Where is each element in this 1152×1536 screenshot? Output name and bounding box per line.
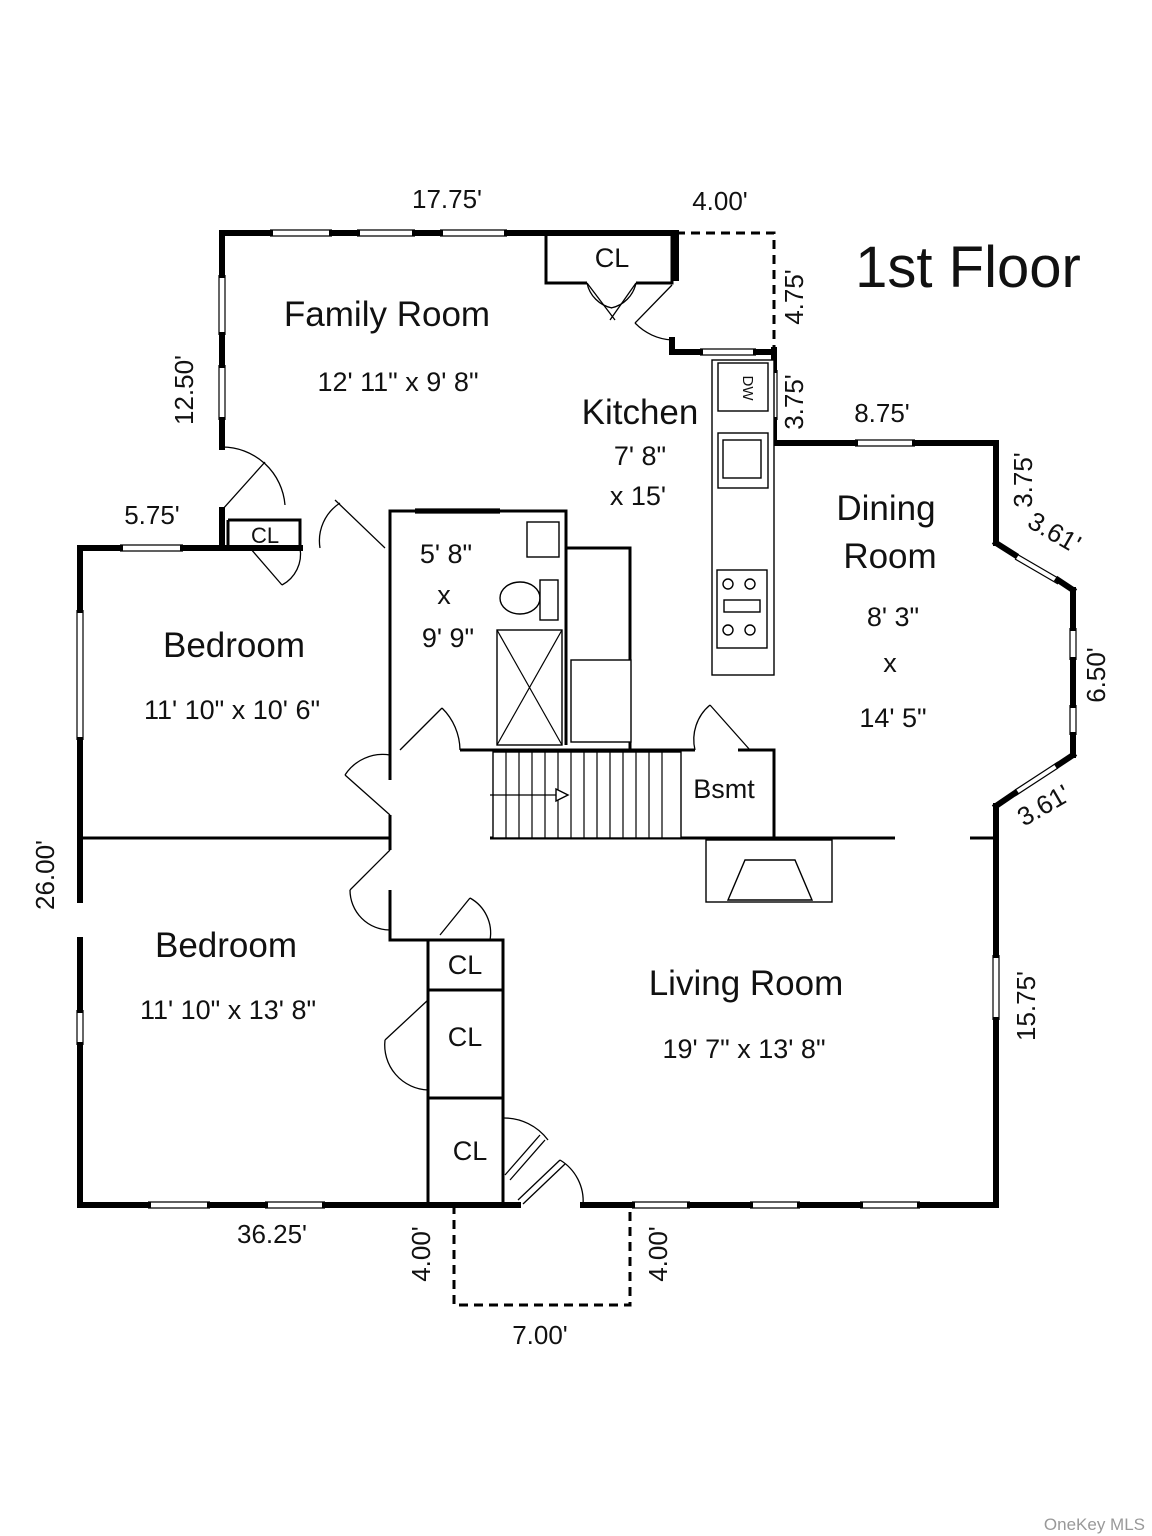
door-swings (221, 282, 751, 1206)
dim-bay-upper: 3.75' (1008, 452, 1038, 508)
dim-bay-diag-upper: 3.61' (1023, 505, 1086, 559)
dining-dims-line2: x (883, 648, 897, 678)
kitchen-dims-line1: 7' 8" (614, 441, 666, 471)
hall-closet-1-label: CL (448, 950, 483, 980)
dim-right-bump: 4.75' (779, 269, 809, 325)
dining-dims-line1: 8' 3" (867, 602, 919, 632)
dim-porch-bottom: 7.00' (512, 1320, 568, 1350)
bedroom-upper-dims: 11' 10" x 10' 6" (144, 695, 320, 725)
dim-small-left: 5.75' (124, 500, 180, 530)
bedroom-lower-dims: 11' 10" x 13' 8" (140, 995, 316, 1025)
laundry (570, 659, 632, 743)
stair-arrow-icon (555, 787, 570, 803)
dining-room-name-line1: Dining (836, 489, 935, 528)
dining-room-name-line2: Room (843, 537, 936, 576)
dim-family-left: 12.50' (169, 355, 199, 425)
dim-porch-right: 4.00' (643, 1226, 673, 1282)
bath-sink (526, 521, 560, 558)
staircase (490, 751, 682, 839)
small-closet-label: CL (251, 523, 279, 548)
kitchen-name: Kitchen (582, 393, 699, 432)
family-room-name: Family Room (284, 295, 490, 334)
dim-top-family: 17.75' (412, 184, 482, 214)
toilet (499, 581, 541, 615)
dim-bay-front: 6.50' (1081, 647, 1111, 703)
living-room-dims: 19' 7" x 13' 8" (662, 1034, 825, 1064)
hall-closet-3-label: CL (453, 1136, 488, 1166)
dining-dims-line3: 14' 5" (859, 703, 926, 733)
dim-left-overall: 26.00' (30, 840, 60, 910)
family-room-dims: 12' 11" x 9' 8" (317, 367, 478, 397)
dim-living-right: 15.75' (1011, 971, 1041, 1041)
basement-label: Bsmt (693, 774, 755, 804)
floor-title: 1st Floor (855, 235, 1081, 300)
watermark: OneKey MLS (1044, 1515, 1145, 1534)
dishwasher-label: DW (739, 376, 756, 402)
living-room-name: Living Room (649, 964, 844, 1003)
dim-top-bump: 4.00' (692, 186, 748, 216)
hall-closet-2-label: CL (448, 1022, 483, 1052)
bath-dims-line3: 9' 9" (422, 623, 474, 653)
dishwasher (717, 362, 769, 412)
dim-bottom-left: 36.25' (237, 1219, 307, 1249)
dim-kitchen-right: 3.75' (779, 374, 809, 430)
kitchen-dims-line2: x 15' (610, 481, 666, 511)
family-closet-label: CL (595, 243, 630, 273)
fixtures (496, 359, 833, 903)
bedroom-lower-name: Bedroom (155, 926, 297, 965)
bath-dims-line2: x (437, 580, 451, 610)
dim-dining-top: 8.75' (854, 398, 910, 428)
bath-dims-line1: 5' 8" (420, 539, 472, 569)
bedroom-upper-name: Bedroom (163, 626, 305, 665)
exterior-walls (77, 230, 1078, 1208)
dashed-outlines (452, 231, 776, 1307)
dim-porch-left: 4.00' (406, 1226, 436, 1282)
